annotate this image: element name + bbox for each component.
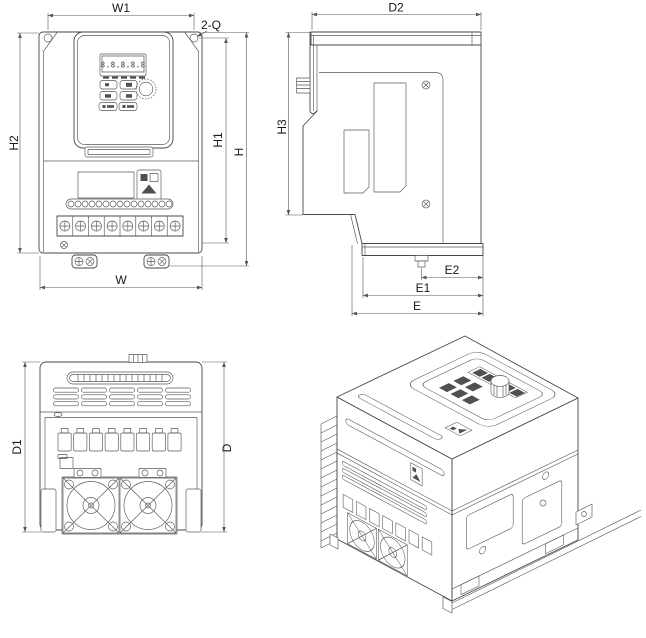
terminal-row (57, 428, 182, 452)
dim-label-d1: D1 (10, 439, 24, 455)
top-plate (310, 31, 482, 46)
dim-label-e2: E2 (445, 263, 460, 277)
dimension-e: E (351, 245, 484, 316)
dim-label-w: W (115, 273, 127, 287)
dim-label-h2: H2 (7, 135, 21, 151)
dimension-d2: D2 (311, 1, 482, 30)
foot-tab (442, 596, 453, 614)
foot-tab (545, 534, 564, 555)
dim-label-e1: E1 (416, 281, 431, 295)
dimension-w: W (39, 256, 203, 290)
warning-label (444, 422, 473, 437)
cooling-fan (62, 477, 120, 534)
top-connector (128, 354, 148, 363)
case-screw (479, 546, 487, 555)
vent-strip (65, 198, 174, 210)
iso-side-details (452, 449, 579, 595)
seven-segment-display (101, 55, 145, 73)
fan-assembly (61, 468, 178, 535)
keypad-buttons (98, 80, 138, 111)
warning-label (410, 462, 423, 487)
display-value: 8.8.8.8.8 (100, 61, 145, 70)
emc-component (57, 454, 74, 469)
dim-label-d2: D2 (388, 1, 404, 15)
foot-tab (460, 575, 480, 595)
vent-grid (53, 387, 191, 407)
status-indicator-bars (103, 76, 145, 79)
dimension-2q: 2-Q (196, 18, 221, 37)
side-foot (40, 488, 57, 533)
side-cutout (521, 480, 563, 545)
isometric-view (320, 335, 642, 614)
dim-label-h1: H1 (211, 132, 225, 148)
case-screw (421, 199, 431, 209)
nameplate (77, 171, 135, 199)
dim-label-2q: 2-Q (201, 18, 221, 32)
case-screw (542, 471, 550, 480)
side-contour (319, 72, 444, 244)
heatsink-fins (320, 415, 338, 549)
jog-knob (135, 78, 157, 100)
dim-label-w1: W1 (112, 1, 130, 15)
dim-label-e: E (413, 299, 421, 313)
mounting-foot (71, 254, 98, 269)
case-profile (302, 110, 363, 244)
side-cutout (466, 494, 514, 550)
terminal-block (56, 215, 184, 237)
cooling-fan (347, 512, 377, 560)
dimension-h: H (170, 32, 249, 267)
mounting-bolt (414, 255, 429, 268)
base-plate (329, 499, 642, 614)
dim-label-h3: H3 (275, 119, 289, 135)
side-cutout (343, 129, 370, 194)
case-screw (539, 499, 547, 507)
keypad-slot (66, 371, 174, 385)
dimension-d: D (201, 361, 234, 533)
keypad-panel: 8.8.8.8.8 (73, 31, 174, 158)
ground-screw (60, 241, 68, 249)
dim-label-d: D (220, 443, 234, 452)
iso-front-details (337, 418, 453, 577)
foot-tab (575, 503, 593, 526)
jog-knob (490, 375, 510, 398)
terminal-row (342, 493, 433, 556)
keypad-slot (358, 394, 443, 440)
warning-label (136, 169, 162, 201)
bottom-flange (361, 243, 484, 256)
case-screw (421, 80, 431, 90)
cooling-fan (119, 477, 177, 534)
mounting-foot (143, 254, 170, 269)
leader-line (196, 30, 208, 37)
dimension-e1: E1 (362, 257, 484, 298)
cooling-fan (377, 528, 408, 577)
side-view: D2 H3 E2 E1 E (275, 1, 484, 316)
bottom-view: D1 D (10, 354, 234, 535)
side-foot (185, 488, 202, 533)
dimension-d1: D1 (10, 361, 41, 533)
dimension-e2: E2 (421, 256, 484, 316)
foot-tab (329, 533, 339, 550)
warning-triangle-icon (141, 184, 157, 194)
dim-label-h: H (232, 148, 246, 157)
mounting-hole (43, 33, 53, 43)
dimension-h2: H2 (7, 32, 39, 254)
keypad-panel (422, 358, 543, 420)
mounting-hole (189, 33, 199, 43)
front-view: 8.8.8.8.8 (7, 1, 249, 290)
side-cutout (373, 82, 407, 193)
dimension-w1: W1 (47, 1, 195, 30)
terminal-screws (59, 220, 181, 232)
side-knob (296, 77, 311, 94)
dimension-h1: H1 (199, 37, 229, 244)
dimension-h3: H3 (275, 32, 311, 216)
keypad-buttons (438, 376, 483, 405)
